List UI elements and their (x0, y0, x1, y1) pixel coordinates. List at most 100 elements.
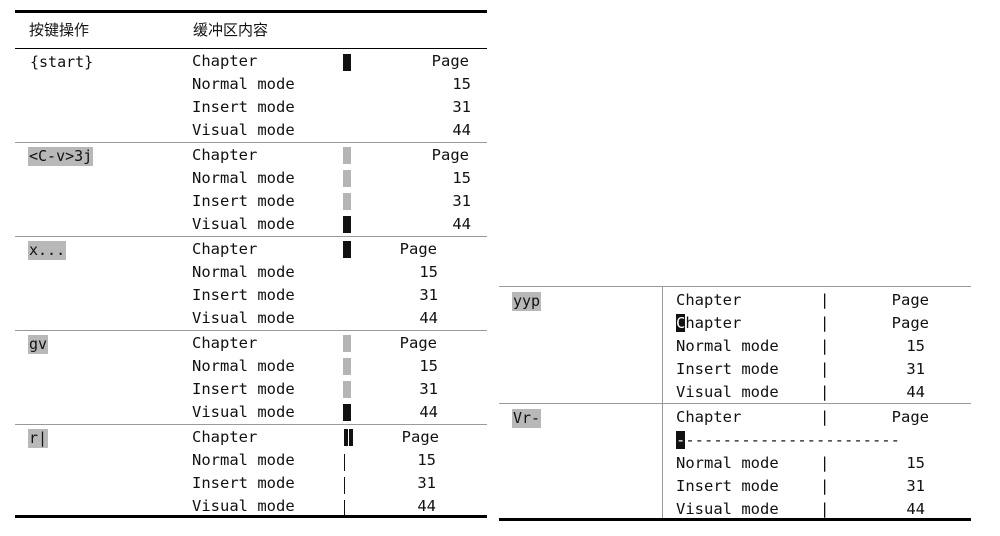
row-key: yyp (512, 292, 542, 311)
top-rule (499, 286, 971, 287)
line-rest: ----------------------- (685, 431, 900, 449)
page-number: Page (399, 240, 437, 258)
page-number: Page (891, 314, 929, 332)
visual-selection (343, 381, 351, 398)
buffer-line: Chapter (676, 291, 742, 309)
page-number: 44 (419, 309, 438, 327)
pipe-char: | (820, 314, 830, 332)
buffer-line: Normal mode (192, 263, 295, 281)
row-key: gv (28, 335, 49, 354)
buffer-line: Chapter (192, 334, 258, 352)
visual-selection (343, 147, 351, 164)
buffer-line: Visual mode (192, 403, 295, 421)
buffer-line: Visual mode (192, 309, 295, 327)
buffer-line: Insert mode (192, 286, 295, 304)
row-divider (15, 142, 487, 143)
buffer-line: Insert mode (192, 474, 295, 492)
row-divider (15, 330, 487, 331)
right-table: yyp Chapter Chapter Normal mode Insert m… (499, 286, 971, 522)
buffer-line: Normal mode (192, 357, 295, 375)
pipe-char: | (820, 291, 830, 309)
page-number: 15 (452, 75, 471, 93)
page-number: 31 (419, 286, 438, 304)
page-number: 31 (906, 360, 925, 378)
page-number: Page (891, 291, 929, 309)
pipe-char: | (820, 383, 830, 401)
pipe-char: | (820, 454, 830, 472)
buffer-line: Visual mode (192, 121, 295, 139)
page-number: 15 (452, 169, 471, 187)
bottom-rule (499, 518, 971, 521)
cursor-char: - (676, 431, 686, 449)
header-keys: 按键操作 (29, 21, 90, 39)
buffer-line: Normal mode (192, 169, 295, 187)
page-number: 31 (452, 98, 471, 116)
page-number: Page (431, 52, 469, 70)
row-divider (15, 236, 487, 237)
pipe-char (344, 477, 345, 494)
buffer-line: Visual mode (676, 500, 779, 518)
row-key: r| (28, 429, 49, 448)
pipe-char: | (820, 408, 830, 426)
page-number: 31 (906, 477, 925, 495)
buffer-line: Chapter (676, 312, 741, 335)
page-number: 15 (417, 451, 436, 469)
visual-selection (343, 358, 351, 375)
bottom-rule (15, 515, 487, 518)
buffer-line: Insert mode (192, 98, 295, 116)
pipe-char (348, 429, 349, 446)
buffer-line: Insert mode (192, 380, 295, 398)
header-buffer: 缓冲区内容 (193, 21, 269, 39)
page-number: 31 (452, 192, 471, 210)
left-table: 按键操作 缓冲区内容 {start} Chapter Normal mode I… (15, 10, 487, 522)
buffer-line: Chapter (192, 240, 258, 258)
cursor-block (343, 54, 351, 71)
page-number: 15 (906, 454, 925, 472)
buffer-line: Visual mode (676, 383, 779, 401)
buffer-line: Normal mode (192, 75, 295, 93)
visual-selection (343, 193, 351, 210)
buffer-line: Chapter (192, 146, 258, 164)
pipe-char: | (820, 360, 830, 378)
buffer-line: ------------------------ (676, 429, 900, 452)
page-number: Page (431, 146, 469, 164)
page-number: Page (401, 428, 439, 446)
top-rule (15, 10, 487, 13)
header-rule (15, 48, 487, 49)
pipe-char (344, 500, 345, 517)
pipe-char: | (820, 337, 830, 355)
buffer-line: Insert mode (192, 192, 295, 210)
row-key: <C-v>3j (28, 147, 94, 166)
page-number: 44 (419, 403, 438, 421)
column-separator (662, 286, 663, 518)
pipe-char: | (820, 477, 830, 495)
buffer-line: Insert mode (676, 360, 779, 378)
cursor-block (343, 216, 351, 233)
page-number: 15 (419, 357, 438, 375)
page-number: 44 (906, 500, 925, 518)
page-number: Page (399, 334, 437, 352)
page-number: 44 (452, 121, 471, 139)
row-key: Vr- (512, 409, 542, 428)
page-number: 31 (417, 474, 436, 492)
visual-selection (343, 335, 351, 352)
visual-selection (343, 170, 351, 187)
page-number: 15 (419, 263, 438, 281)
row-divider (15, 424, 487, 425)
buffer-line: Chapter (192, 428, 258, 446)
row-key: x... (28, 241, 67, 260)
buffer-line: Visual mode (192, 497, 295, 515)
cursor-char: C (676, 314, 686, 332)
row-divider (499, 403, 971, 404)
page-number: 31 (419, 380, 438, 398)
line-rest: hapter (685, 314, 742, 332)
page-number: 15 (906, 337, 925, 355)
buffer-line: Chapter (676, 408, 742, 426)
buffer-line: Chapter (192, 52, 258, 70)
pipe-char: | (820, 500, 830, 518)
buffer-line: Normal mode (192, 451, 295, 469)
page-number: Page (891, 408, 929, 426)
buffer-line: Normal mode (676, 337, 779, 355)
page-number: 44 (906, 383, 925, 401)
buffer-line: Visual mode (192, 215, 295, 233)
